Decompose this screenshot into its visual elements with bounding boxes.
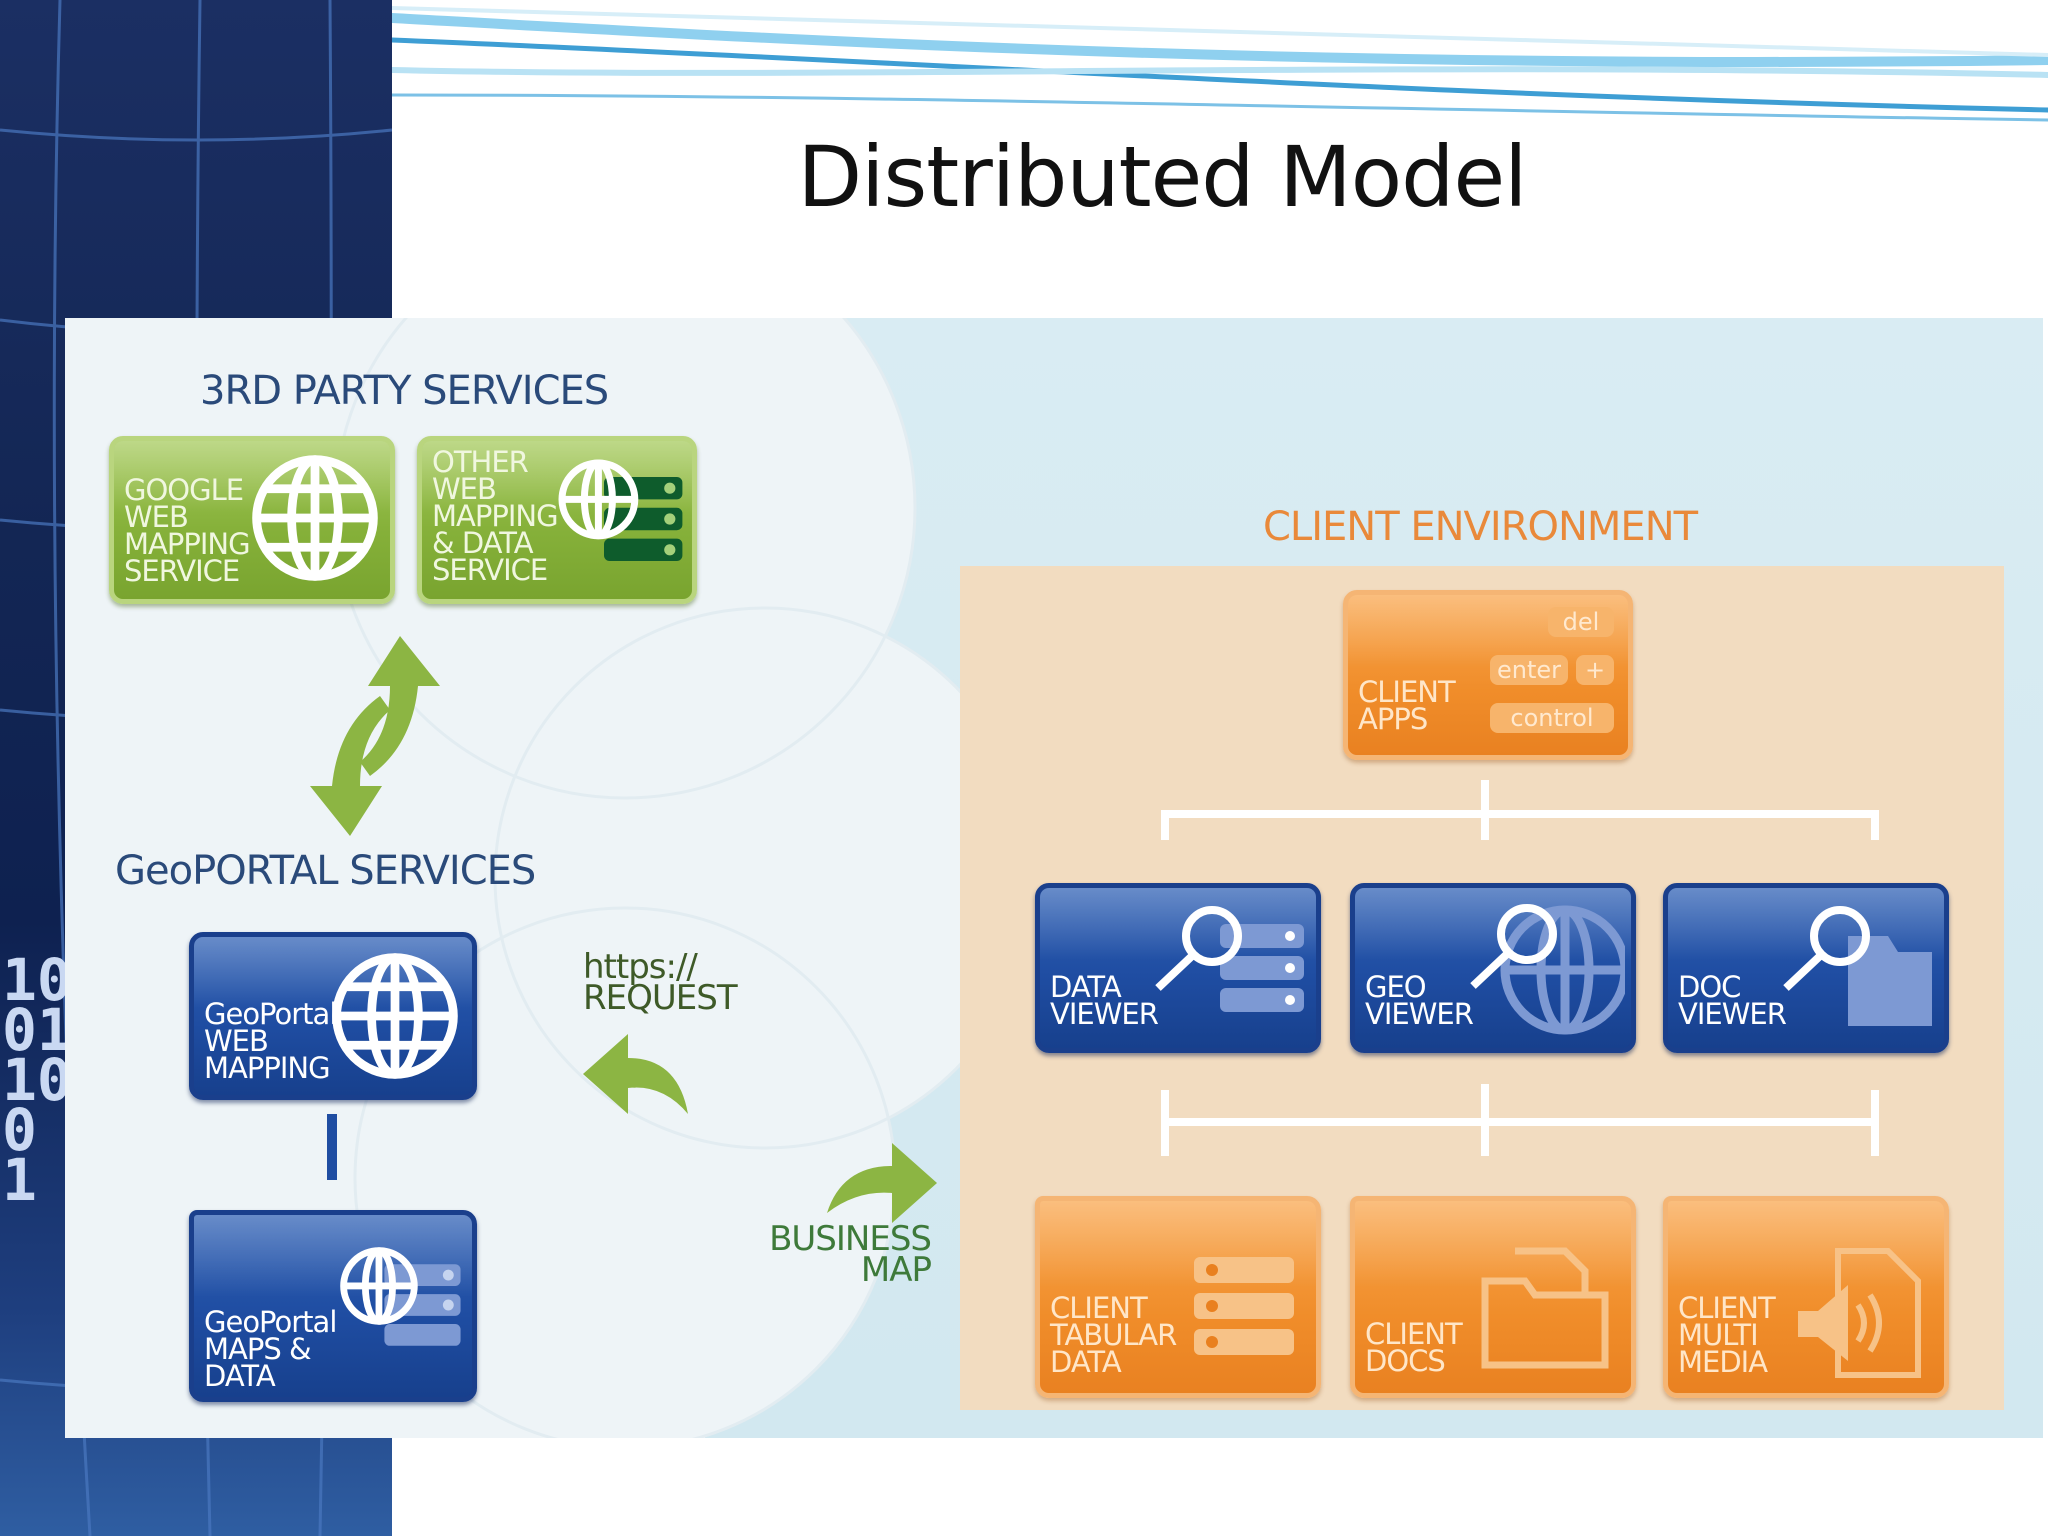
globe-icon (332, 953, 458, 1079)
connector-line (327, 1114, 337, 1180)
tile-label: GeoPortal MAPS & DATA (204, 1305, 337, 1393)
header-swoosh (392, 6, 2048, 122)
svg-text:01: 01 (2, 996, 72, 1064)
https-request-label: https:// REQUEST (583, 947, 738, 1018)
doc-viewer-tile: DOC VIEWER (1663, 883, 1949, 1053)
tile-label: CLIENT APPS (1358, 675, 1456, 736)
key-plus: + (1576, 655, 1614, 685)
geoportal-web-mapping-tile: GeoPortal WEB MAPPING (189, 932, 477, 1100)
tile-label: DATA VIEWER (1050, 970, 1159, 1031)
magnifier-folder-icon (1783, 906, 1932, 1026)
client-environment-title: CLIENT ENVIRONMENT (1263, 504, 1698, 550)
tile-label: GOOGLE WEB MAPPING SERVICE (124, 473, 251, 588)
globe-server-icon (558, 459, 683, 561)
client-apps-tile: CLIENT APPS del enter + control (1343, 590, 1633, 760)
request-arrow-icon (583, 1034, 688, 1114)
geoportal-maps-data-tile: GeoPortal MAPS & DATA (189, 1210, 477, 1402)
tile-label: CLIENT DOCS (1365, 1317, 1463, 1378)
key-del: del (1548, 607, 1614, 637)
client-tabular-data-tile: CLIENT TABULAR DATA (1035, 1196, 1321, 1398)
tile-label: GeoPortal WEB MAPPING (204, 997, 337, 1085)
svg-text:10: 10 (2, 946, 72, 1014)
speaker-icon (1798, 1248, 1921, 1378)
tile-label: OTHER WEB MAPPING & DATA SERVICE (432, 445, 559, 587)
data-connector-lines (1161, 1084, 1879, 1156)
tile-label: GEO VIEWER (1365, 970, 1474, 1031)
magnifier-globe-icon (1470, 904, 1625, 1035)
tile-shine (114, 441, 390, 513)
business-map-arrow-icon (827, 1143, 937, 1223)
slide-title: Distributed Model (797, 128, 1528, 226)
svg-text:1: 1 (2, 1146, 37, 1214)
server-stack-icon (1194, 1257, 1294, 1355)
globe-icon (252, 455, 378, 581)
magnifier-server-icon (1155, 906, 1304, 1012)
bidirectional-arrows-icon (310, 636, 440, 836)
folder-globe-server-icon (340, 1247, 461, 1346)
viewer-connector-lines (1161, 780, 1879, 840)
tile-shine (422, 441, 692, 513)
tile-label: CLIENT TABULAR DATA (1050, 1291, 1177, 1379)
other-web-mapping-tile: OTHER WEB MAPPING & DATA SERVICE (417, 436, 697, 604)
data-viewer-tile: DATA VIEWER (1035, 883, 1321, 1053)
geoportal-services-title: GeoPORTAL SERVICES (115, 848, 536, 894)
tile-shine (194, 937, 472, 1009)
folder-doc-icon (1481, 1247, 1609, 1369)
tile-label: DOC VIEWER (1678, 970, 1787, 1031)
google-web-mapping-tile: GOOGLE WEB MAPPING SERVICE (109, 436, 395, 604)
svg-text:10: 10 (2, 1046, 72, 1114)
key-control: control (1490, 703, 1614, 733)
tile-label: CLIENT MULTI MEDIA (1678, 1291, 1776, 1379)
tile-shine (1668, 888, 1944, 960)
geo-viewer-tile: GEO VIEWER (1350, 883, 1636, 1053)
client-docs-tile: CLIENT DOCS (1350, 1196, 1636, 1398)
tile-shine (1668, 1201, 1944, 1288)
key-enter: enter (1490, 655, 1568, 685)
client-multimedia-tile: CLIENT MULTI MEDIA (1663, 1196, 1949, 1398)
third-party-services-title: 3RD PARTY SERVICES (200, 368, 609, 414)
svg-text:0: 0 (2, 1096, 37, 1164)
architecture-diagram: 3RD PARTY SERVICES GOOGLE WEB MAPPING SE… (65, 318, 2043, 1438)
business-map-label: BUSINESS MAP (769, 1219, 932, 1290)
